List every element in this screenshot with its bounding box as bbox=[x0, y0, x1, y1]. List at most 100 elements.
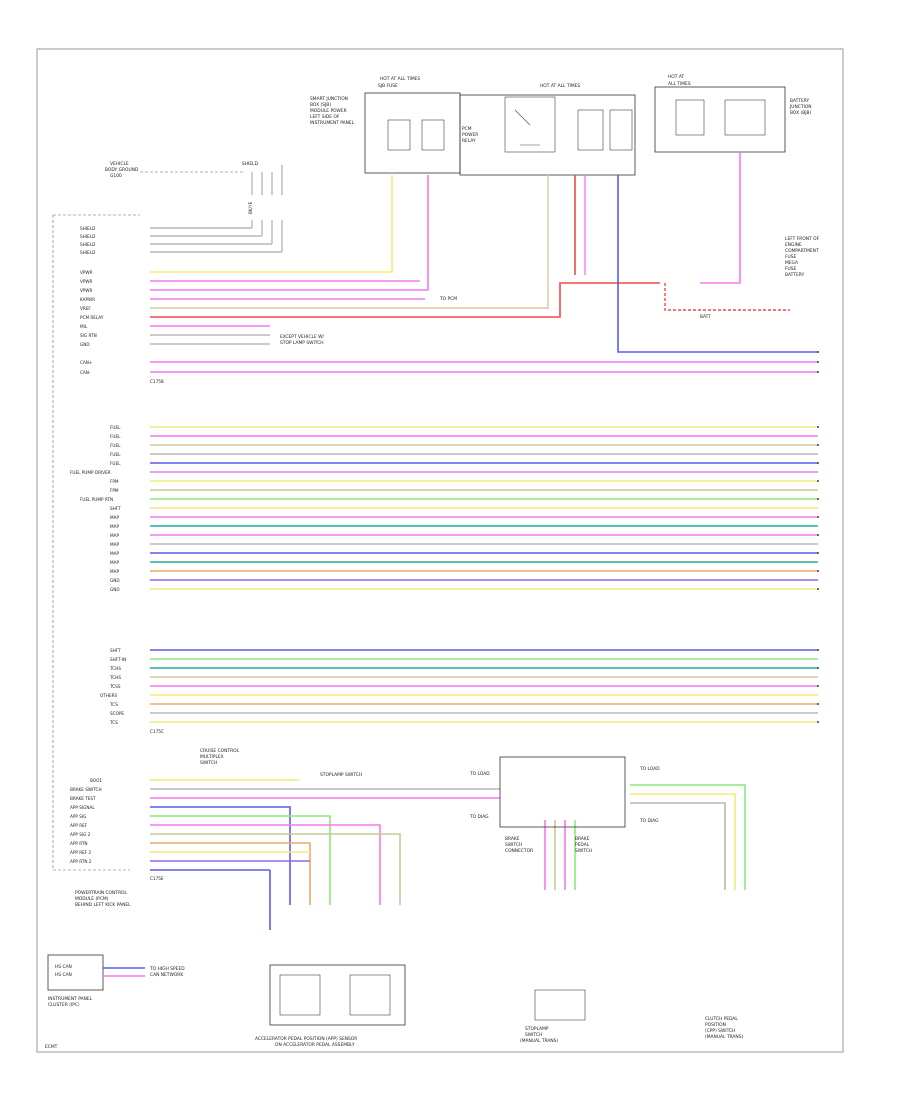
svg-text:APP SIG 2: APP SIG 2 bbox=[70, 832, 91, 837]
svg-text:SWITCH: SWITCH bbox=[525, 1032, 542, 1038]
svg-text:APP RTN 2: APP RTN 2 bbox=[70, 859, 92, 864]
stoplamp-switch: TO LOAD TO LOAD TO DIAG TO DIAG BRAKE SW… bbox=[469, 756, 660, 854]
svg-text:FPM: FPM bbox=[110, 479, 119, 484]
svg-text:SWITCH: SWITCH bbox=[505, 842, 522, 848]
svg-text:SHIELD: SHIELD bbox=[80, 226, 95, 231]
svg-text:C175E: C175E bbox=[150, 876, 164, 881]
svg-text:FUEL PUMP RTN: FUEL PUMP RTN bbox=[80, 497, 113, 502]
svg-text:SHIELD: SHIELD bbox=[80, 242, 95, 247]
svg-text:ENGINE: ENGINE bbox=[785, 242, 802, 248]
svg-text:MAP: MAP bbox=[110, 542, 119, 547]
svg-text:TCHS: TCHS bbox=[109, 666, 121, 671]
svg-text:SHIELD: SHIELD bbox=[80, 234, 95, 239]
svg-text:FUEL: FUEL bbox=[110, 452, 121, 457]
svg-text:BEHIND LEFT KICK PANEL: BEHIND LEFT KICK PANEL bbox=[75, 902, 131, 908]
svg-text:PCM: PCM bbox=[462, 126, 472, 132]
svg-text:TCS: TCS bbox=[109, 702, 118, 707]
svg-text:TCHS: TCHS bbox=[109, 675, 121, 680]
svg-text:BOX (SJB): BOX (SJB) bbox=[310, 102, 331, 108]
svg-text:FUEL: FUEL bbox=[110, 443, 121, 448]
svg-text:FUEL: FUEL bbox=[110, 434, 121, 439]
svg-text:HOT AT ALL TIMES: HOT AT ALL TIMES bbox=[380, 76, 420, 82]
svg-text:BOO1: BOO1 bbox=[90, 778, 102, 783]
diagram-frame bbox=[36, 48, 844, 1053]
svg-text:MIL: MIL bbox=[80, 324, 88, 329]
pcm-connector-group-1: SHIELD SHIELD SHIELD SHIELD VPWR VPWR VP… bbox=[80, 152, 820, 384]
svg-text:CAN+: CAN+ bbox=[80, 360, 93, 365]
svg-text:TO PCM: TO PCM bbox=[439, 296, 457, 302]
svg-text:BATTERY: BATTERY bbox=[790, 98, 810, 104]
svg-text:G100: G100 bbox=[110, 173, 122, 179]
svg-text:MEGA: MEGA bbox=[785, 260, 798, 266]
pcm-connector-group-3 bbox=[150, 649, 818, 723]
group-3-labels: SHFT SHFT-IN TCHS TCHS TCSS OTHERS TCS S… bbox=[100, 648, 164, 734]
svg-text:TCSS: TCSS bbox=[109, 684, 121, 689]
group-4-labels: BOO1 BRAKE SWITCH BRAKE TEST APP SIGNAL … bbox=[70, 748, 362, 908]
svg-text:(MANUAL TRANS): (MANUAL TRANS) bbox=[705, 1034, 743, 1040]
svg-text:VPWR: VPWR bbox=[80, 279, 93, 284]
svg-text:TO DIAG: TO DIAG bbox=[639, 818, 659, 824]
svg-text:ALL TIMES: ALL TIMES bbox=[668, 81, 691, 87]
svg-text:BODY GROUND: BODY GROUND bbox=[105, 167, 139, 173]
footer-code: ECMT bbox=[45, 1044, 58, 1050]
svg-text:C175B: C175B bbox=[150, 379, 164, 384]
svg-text:STOPLAMP: STOPLAMP bbox=[525, 1026, 549, 1032]
svg-text:CRUISE CONTROL: CRUISE CONTROL bbox=[200, 748, 240, 754]
svg-text:LEFT FRONT OF: LEFT FRONT OF bbox=[785, 236, 820, 242]
svg-text:MAP: MAP bbox=[110, 524, 119, 529]
svg-text:HS CAN: HS CAN bbox=[55, 972, 72, 978]
svg-text:BRAKE TEST: BRAKE TEST bbox=[70, 796, 96, 801]
svg-text:TO HIGH SPEED: TO HIGH SPEED bbox=[149, 966, 185, 972]
svg-text:VPWR: VPWR bbox=[80, 270, 93, 275]
svg-text:APP REF: APP REF bbox=[70, 823, 88, 828]
svg-text:CAN NETWORK: CAN NETWORK bbox=[150, 972, 183, 978]
svg-text:GND: GND bbox=[80, 342, 90, 347]
svg-text:RELAY: RELAY bbox=[462, 138, 476, 144]
svg-text:POWERTRAIN CONTROL: POWERTRAIN CONTROL bbox=[75, 890, 127, 896]
smart-junction-box: HOT AT ALL TIMES SJB FUSE SMART JUNCTION… bbox=[310, 76, 461, 174]
pcm-connector-group-4 bbox=[150, 779, 746, 930]
svg-text:SWITCH: SWITCH bbox=[200, 760, 217, 766]
svg-text:HOT AT ALL TIMES: HOT AT ALL TIMES bbox=[540, 83, 580, 89]
svg-text:OTHERS: OTHERS bbox=[100, 693, 118, 698]
app-sensor: ACCELERATOR PEDAL POSITION (APP) SENSOR … bbox=[255, 964, 406, 1048]
svg-text:SIG RTN: SIG RTN bbox=[80, 333, 97, 338]
svg-text:CLUSTER (IPC): CLUSTER (IPC) bbox=[48, 1002, 80, 1008]
svg-text:SMART JUNCTION: SMART JUNCTION bbox=[310, 96, 348, 102]
svg-text:STOP LAMP SWITCH: STOP LAMP SWITCH bbox=[280, 340, 324, 346]
svg-text:SCOPE: SCOPE bbox=[110, 711, 124, 716]
svg-text:BRAKE: BRAKE bbox=[505, 836, 520, 842]
pcm-outline bbox=[52, 214, 140, 871]
svg-text:KAPWR: KAPWR bbox=[80, 297, 95, 302]
svg-text:HOT AT: HOT AT bbox=[668, 74, 684, 80]
svg-text:FUSE: FUSE bbox=[785, 266, 797, 272]
clutch-pedal-switch: STOPLAMP SWITCH (MANUAL TRANS) bbox=[520, 989, 586, 1044]
svg-text:EXCEPT VEHICLE W/: EXCEPT VEHICLE W/ bbox=[280, 334, 324, 340]
svg-text:TCS: TCS bbox=[109, 720, 118, 725]
instrument-cluster: HS CAN HS CAN TO HIGH SPEED CAN NETWORK … bbox=[47, 954, 185, 1008]
svg-text:FUEL PUMP DRIVER: FUEL PUMP DRIVER bbox=[70, 470, 111, 475]
shield-ground-note: VEHICLE BODY GROUND G100 SHIELD bbox=[105, 161, 259, 179]
svg-text:POSITION: POSITION bbox=[705, 1022, 726, 1028]
svg-text:SHFT: SHFT bbox=[110, 648, 121, 653]
svg-text:FUEL: FUEL bbox=[110, 461, 121, 466]
svg-text:GND: GND bbox=[110, 587, 120, 592]
svg-text:MODULE (PCM): MODULE (PCM) bbox=[75, 896, 109, 902]
svg-text:VREF: VREF bbox=[80, 306, 91, 311]
svg-text:MAP: MAP bbox=[110, 560, 119, 565]
svg-text:SHIELD: SHIELD bbox=[242, 161, 259, 167]
svg-text:INSTRUMENT PANEL: INSTRUMENT PANEL bbox=[48, 996, 93, 1002]
svg-text:STOPLAMP SWITCH: STOPLAMP SWITCH bbox=[320, 772, 362, 778]
svg-text:FUSE: FUSE bbox=[785, 254, 797, 260]
svg-text:APP REF 2: APP REF 2 bbox=[70, 850, 92, 855]
svg-text:CONNECTOR: CONNECTOR bbox=[505, 848, 533, 854]
svg-text:ON ACCELERATOR PEDAL ASSEMBLY: ON ACCELERATOR PEDAL ASSEMBLY bbox=[275, 1042, 355, 1048]
svg-text:POWER: POWER bbox=[462, 132, 478, 138]
svg-text:GND: GND bbox=[110, 578, 120, 583]
svg-text:MODULE POWER: MODULE POWER bbox=[310, 108, 347, 114]
svg-text:INSTRUMENT PANEL: INSTRUMENT PANEL bbox=[310, 120, 355, 126]
svg-text:(MANUAL TRANS): (MANUAL TRANS) bbox=[520, 1038, 558, 1044]
svg-text:SHFT: SHFT bbox=[110, 506, 121, 511]
battery-junction-box: HOT AT ALL TIMES BATTERY JUNCTION BOX (B… bbox=[654, 74, 812, 153]
